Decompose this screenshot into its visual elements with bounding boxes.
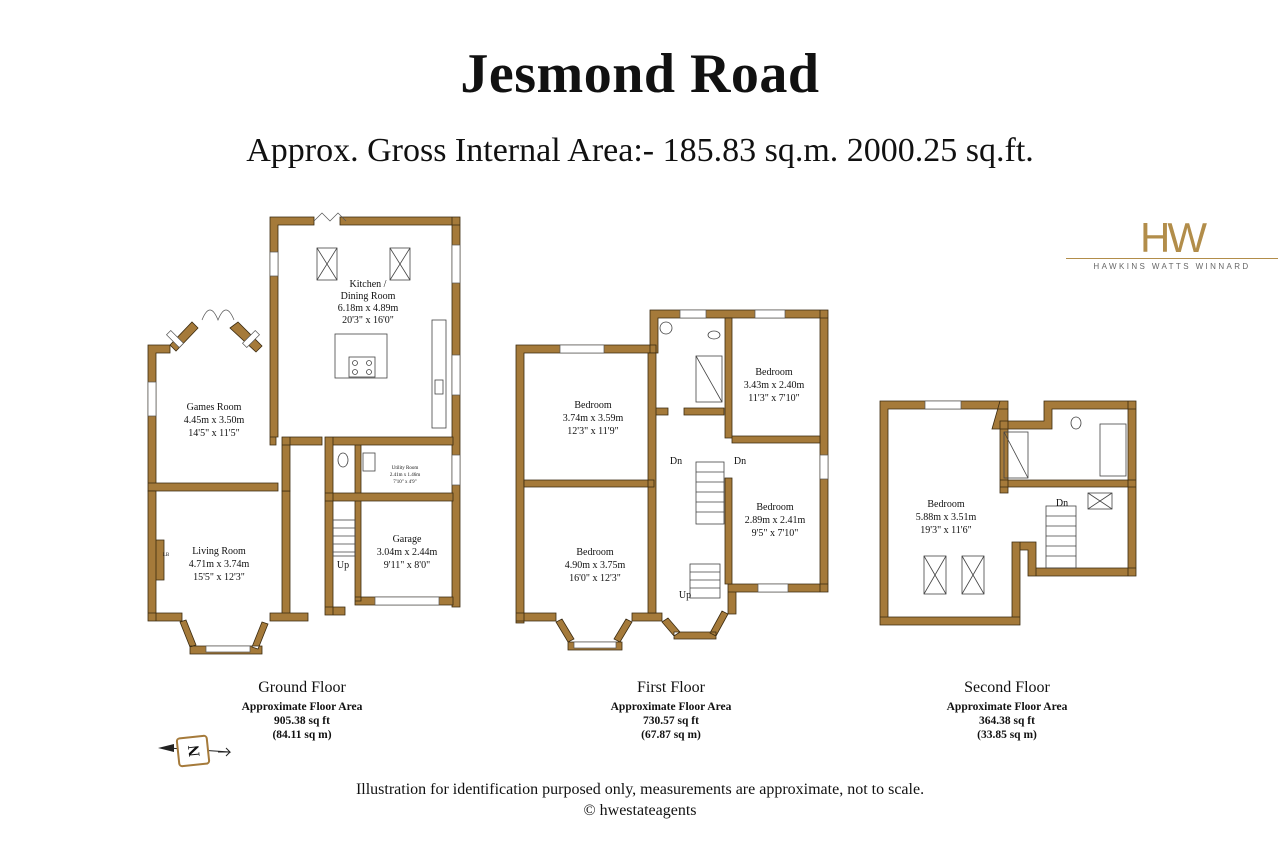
first-floor-plan: Dn Dn Up Bedroom 3.74m x 3.59m 12'3" x 1…: [515, 309, 829, 651]
living-room-walls: [147, 490, 309, 655]
logo-name: HAWKINS WATTS WINNARD: [1093, 262, 1251, 271]
floor-area-sqft: 364.38 sq ft: [979, 715, 1035, 727]
bay-window: [205, 645, 251, 653]
floor-area-label: Approximate Floor Area: [610, 701, 732, 713]
utility-imperial: 7'10" x 4'9": [393, 480, 416, 485]
second-dn: Dn: [1056, 498, 1068, 509]
kitchen-window-left: [269, 251, 279, 277]
ground-floor-plan: LB Up Kitchen / Dining Room 6.18m x 4.89…: [147, 212, 461, 655]
ground-stairs: [332, 519, 356, 557]
second-floor-walls: [879, 400, 1137, 626]
ff-bed1-metric: 3.74m x 3.59m: [563, 413, 624, 424]
kitchen-metric: 6.18m x 4.89m: [338, 303, 399, 314]
disclaimer-text: Illustration for identification purposed…: [355, 781, 925, 798]
page-title: Jesmond Road: [460, 43, 820, 105]
second-floor-plan: Dn Bedroom 5.88m x 3.51m 19'3" x 11'6": [879, 400, 1137, 626]
kitchen-walls: [269, 216, 461, 608]
gross-area-subtitle: Approx. Gross Internal Area:- 185.83 sq.…: [246, 132, 1034, 169]
first-stairs: [695, 461, 725, 525]
french-doors: [201, 309, 235, 321]
garage-label: Garage: [393, 534, 422, 545]
kitchen-window-right: [451, 244, 461, 284]
ff-bed2-metric: 3.43m x 2.40m: [744, 380, 805, 391]
first-dn-left: Dn: [670, 456, 682, 467]
bifold-door: [313, 212, 347, 222]
games-imperial: 14'5" x 11'5": [188, 428, 239, 439]
games-label: Games Room: [187, 402, 242, 413]
floor-name: Ground Floor: [258, 679, 346, 696]
wc-toilet: [337, 452, 349, 468]
first-floor-outer-walls: [515, 309, 829, 624]
utility-metric: 2.41m x 1.46m: [390, 473, 420, 478]
first-shower: [695, 355, 723, 403]
compass-letter: N: [185, 744, 203, 758]
ff-bed1-imperial: 12'3" x 11'9": [567, 426, 618, 437]
hob: [348, 356, 376, 378]
kitchen-label-2: Dining Room: [341, 291, 396, 302]
ff-bed3-label: Bedroom: [576, 547, 613, 558]
ff-bed3-imperial: 16'0" x 12'3": [569, 573, 621, 584]
second-floor-caption: Second Floor Approximate Floor Area 364.…: [887, 678, 1127, 742]
games-room-walls: [147, 321, 279, 492]
first-bay-window: [573, 641, 617, 649]
ff-bed2-imperial: 11'3" x 7'10": [748, 393, 799, 404]
ff-bed4-imperial: 9'5" x 7'10": [752, 528, 799, 539]
first-dn-right: Dn: [734, 456, 746, 467]
kitchen-island: [334, 333, 388, 379]
floor-area-sqm: (67.87 sq m): [641, 729, 701, 741]
copyright-text: © hwestateagents: [583, 802, 697, 819]
ground-stairs-up-label: Up: [337, 560, 349, 571]
logo-mark: HW: [1140, 214, 1207, 261]
sf-bed-label: Bedroom: [927, 499, 964, 510]
floor-area-label: Approximate Floor Area: [241, 701, 363, 713]
hall-walls: [281, 436, 454, 616]
utility-label: Utility Room: [392, 466, 419, 471]
first-up: Up: [679, 590, 691, 601]
first-floor-inner-walls: [523, 317, 821, 614]
skylight-2: [389, 247, 411, 281]
floor-area-sqm: (33.85 sq m): [977, 729, 1037, 741]
logo-rule: [1066, 258, 1278, 259]
ground-floor-caption: Ground Floor Approximate Floor Area 905.…: [182, 678, 422, 742]
garage-door: [374, 596, 440, 606]
ff-bed4-label: Bedroom: [756, 502, 793, 513]
floor-area-sqm: (84.11 sq m): [272, 729, 332, 741]
second-bath: [1099, 423, 1127, 477]
ff-bed4-metric: 2.89m x 2.41m: [745, 515, 806, 526]
floor-name: Second Floor: [964, 679, 1050, 696]
kitchen-counter: [431, 319, 447, 429]
games-metric: 4.45m x 3.50m: [184, 415, 245, 426]
fireplace-label: LB: [163, 553, 170, 558]
garage-metric: 3.04m x 2.44m: [377, 547, 438, 558]
floor-name: First Floor: [636, 679, 705, 696]
ff-bed3-metric: 4.90m x 3.75m: [565, 560, 626, 571]
brand-logo: HW HAWKINS WATTS WINNARD: [1066, 214, 1278, 274]
compass-icon: N: [158, 734, 232, 768]
second-stairs: [1045, 505, 1077, 569]
floor-area-label: Approximate Floor Area: [946, 701, 1068, 713]
first-floor-caption: First Floor Approximate Floor Area 730.5…: [551, 678, 791, 742]
ff-bed2-label: Bedroom: [755, 367, 792, 378]
sf-bed-imperial: 19'3" x 11'6": [920, 525, 971, 536]
garage-imperial: 9'11" x 8'0": [384, 560, 430, 571]
floor-area-sqft: 730.57 sq ft: [643, 715, 699, 727]
living-imperial: 15'5" x 12'3": [193, 572, 245, 583]
kitchen-label-1: Kitchen /: [350, 279, 387, 290]
ff-bed1-label: Bedroom: [574, 400, 611, 411]
living-label: Living Room: [192, 546, 246, 557]
second-shower: [1003, 431, 1029, 479]
floor-area-sqft: 905.38 sq ft: [274, 715, 330, 727]
kitchen-window-right2: [451, 354, 461, 396]
sf-bed-metric: 5.88m x 3.51m: [916, 512, 977, 523]
living-metric: 4.71m x 3.74m: [189, 559, 250, 570]
skylight-1: [316, 247, 338, 281]
kitchen-imperial: 20'3" x 16'0": [342, 315, 394, 326]
games-window: [147, 381, 157, 417]
